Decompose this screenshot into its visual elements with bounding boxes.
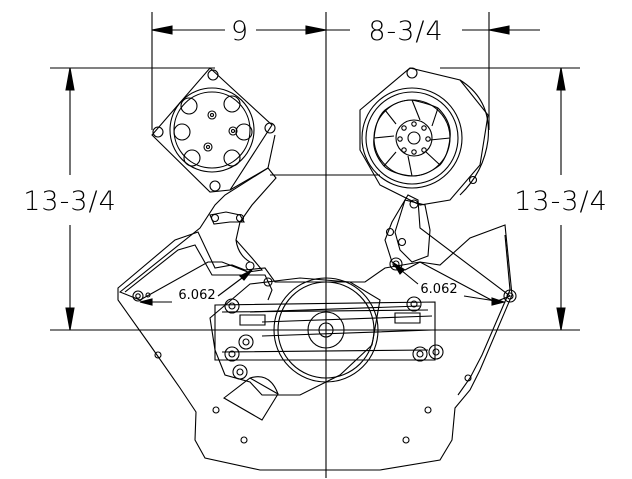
left-belt-span-label: 6.062 [178, 288, 215, 303]
right-accessory [360, 68, 488, 205]
left-height-label: 13-3/4 [23, 186, 117, 217]
left-accessory [152, 68, 275, 192]
top-right-width-label: 8-3/4 [368, 16, 443, 47]
block-bolt-holes [146, 293, 471, 443]
top-left-width-label: 9 [231, 16, 249, 47]
right-belt-span-label: 6.062 [420, 282, 457, 297]
engine-block-outline [118, 225, 512, 470]
crank-pulley [210, 278, 443, 420]
dimension-lines [50, 12, 580, 478]
right-height-label: 13-3/4 [514, 186, 608, 217]
left-bracket-arm [120, 168, 276, 300]
right-bracket-arm [385, 195, 510, 302]
